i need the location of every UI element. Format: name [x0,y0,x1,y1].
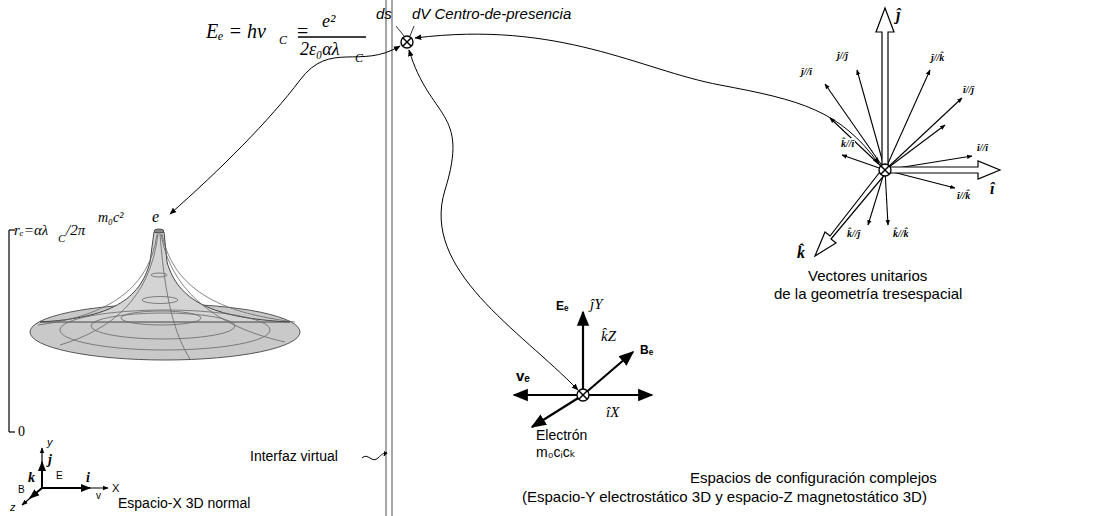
unit-vector-label: ĵ//î [800,66,813,77]
element-label: ds [376,6,392,23]
electron-funnel [30,229,300,360]
formula-subscript: C [279,34,287,47]
dv-leader [410,26,414,36]
axis-label: k̂Z [600,328,617,345]
field-label: vₑ [516,368,530,385]
axis-label: ĵY [590,296,603,313]
formula-text: e² [322,12,335,32]
xyz-axes [22,448,108,505]
unit-vector-label: î//ĵ [962,84,975,95]
unit-vector-label: k̂ [796,244,806,262]
unit-vector-label: î//k̂ [956,190,971,201]
electron-caption: m₀cᵢcₖ [536,445,576,460]
unit-vector-label: î [990,180,994,198]
scale-zero: 0 [18,424,25,439]
unit-vector-label: ĵ//ĵ [836,50,849,61]
formula-text: 2ε₀αλ [300,40,340,60]
axis-vector: j⃗ [48,452,63,467]
star-caption: Vectores unitarios [808,268,927,285]
unit-vector-label: k̂//î [840,138,855,149]
electron-axes [514,312,652,427]
unit-vector-label: ĵ//k̂ [930,52,945,63]
star-caption: de la geometría tresespacial [774,286,962,303]
field-label: Eₑ [556,300,569,313]
axis-field: v [96,490,101,501]
axis-field: E [56,470,63,481]
presence-center-symbol [401,36,413,48]
unit-vector-label: ĵ [896,6,900,24]
formula-subscript: C [58,232,65,244]
unit-vector-star [815,8,1000,256]
scale-bracket [9,230,15,432]
electron-center-symbol [577,389,589,401]
formula-text: = [297,20,308,42]
interface-pointer [362,453,385,460]
element-label: dV Centro-de-presencia [412,6,571,23]
space-caption: (Espacio-Y electrostático 3D y espacio-Z… [522,489,927,506]
axis-name: z [10,501,16,513]
virtual-interface [386,0,392,516]
formula-text: Eₑ = hν [206,20,266,42]
unit-vector-label: k̂//k̂ [892,228,910,239]
rest-energy: m₀c² [98,210,123,225]
electron-caption: Electrón [536,428,587,443]
space-caption: Espacio-X 3D normal [118,496,250,511]
axis-name: X [112,482,119,494]
axis-vector: k⃗ [28,470,46,485]
unit-vector-label: k̂//ĵ [846,228,861,239]
presence-links [170,34,879,390]
radius-formula: rₑ=αλ [14,222,48,239]
radius-formula: /2π [66,222,85,239]
axis-field: B [18,484,25,495]
field-label: Bₑ [640,344,653,357]
axis-label: îX [606,404,619,421]
space-caption: Espacios de configuración complejos [690,470,937,487]
unit-vector-label: î//î [976,142,989,153]
ds-leader [396,26,404,36]
formula-subscript: C [355,52,363,65]
interface-label: Interfaz virtual [250,449,338,464]
charge-symbol: e [152,208,159,226]
axis-name: y [47,436,53,448]
axis-vector: i⃗ [86,470,101,485]
